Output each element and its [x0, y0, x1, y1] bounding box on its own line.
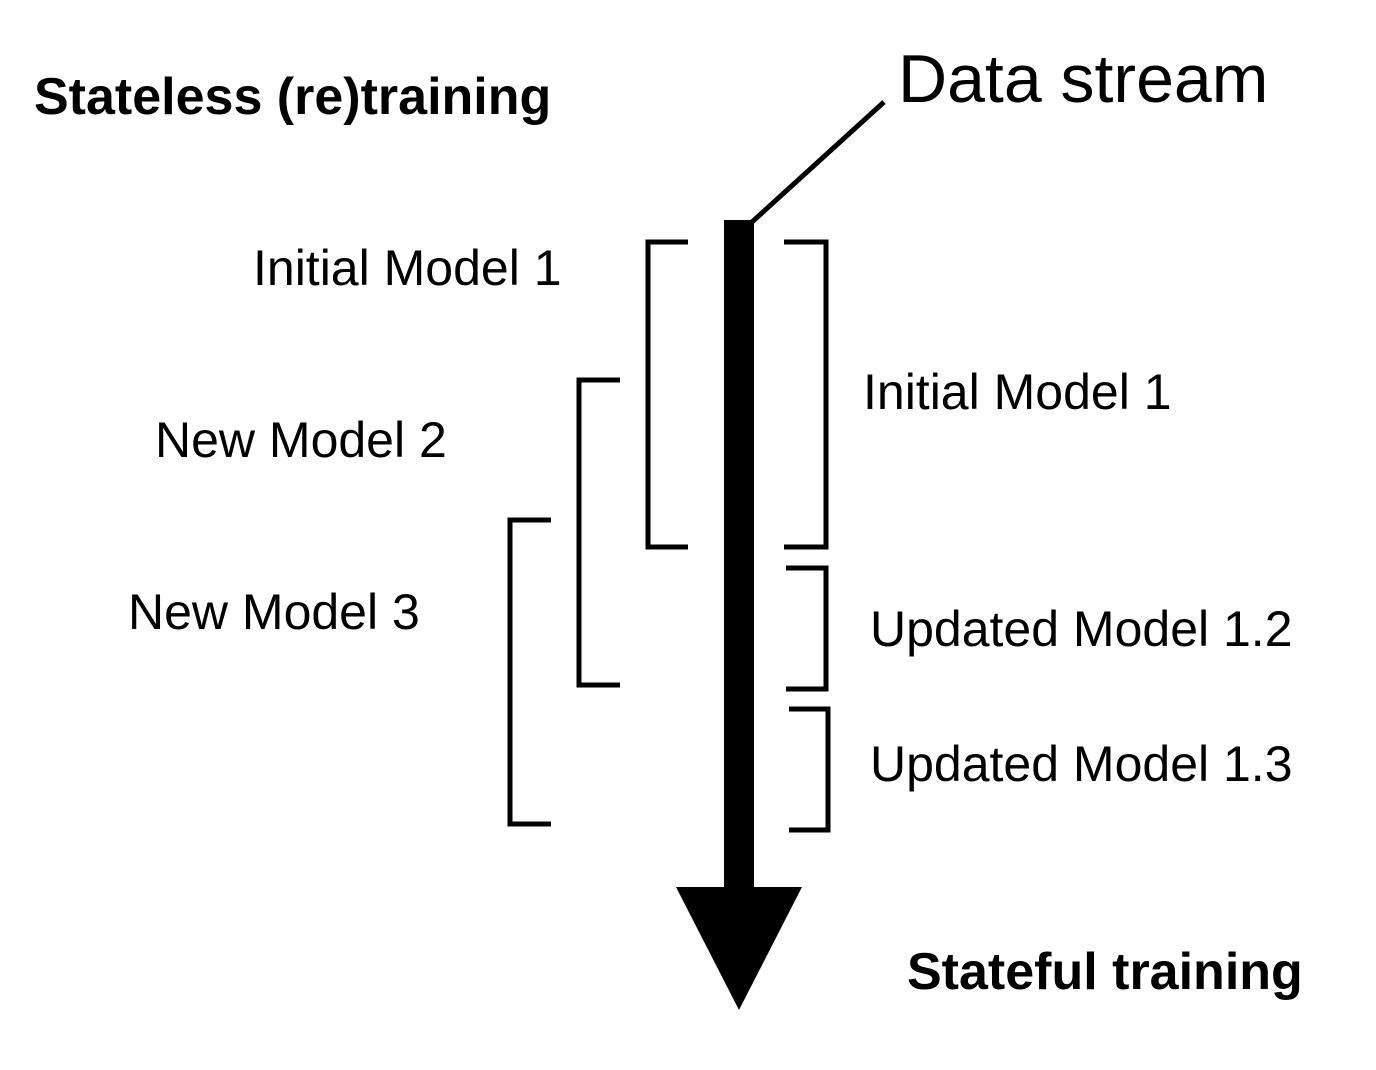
data-stream-leader-line — [750, 100, 886, 224]
data-stream-arrow-shaft — [724, 220, 754, 900]
stateless-model-label-1: Initial Model 1 — [253, 240, 562, 296]
stateful-bracket-updated-model-1-2 — [786, 565, 829, 692]
stateless-bracket-new-model-2 — [576, 377, 620, 688]
stateful-model-label-1: Initial Model 1 — [863, 364, 1172, 420]
data-stream-label: Data stream — [898, 41, 1269, 117]
stateful-model-label-2: Updated Model 1.2 — [870, 601, 1293, 657]
data-stream-arrowhead — [676, 887, 802, 1010]
stateful-model-label-3: Updated Model 1.3 — [870, 736, 1293, 792]
stateful-heading: Stateful training — [907, 943, 1303, 1001]
stateless-heading: Stateless (re)training — [34, 68, 552, 126]
stateless-bracket-new-model-3 — [507, 517, 551, 827]
stateful-bracket-initial-model-1 — [784, 239, 829, 550]
stateful-bracket-updated-model-1-3 — [789, 706, 831, 833]
stateless-model-label-3: New Model 3 — [128, 584, 420, 640]
stateless-bracket-initial-model-1 — [645, 239, 688, 550]
stateless-model-label-2: New Model 2 — [155, 412, 447, 468]
